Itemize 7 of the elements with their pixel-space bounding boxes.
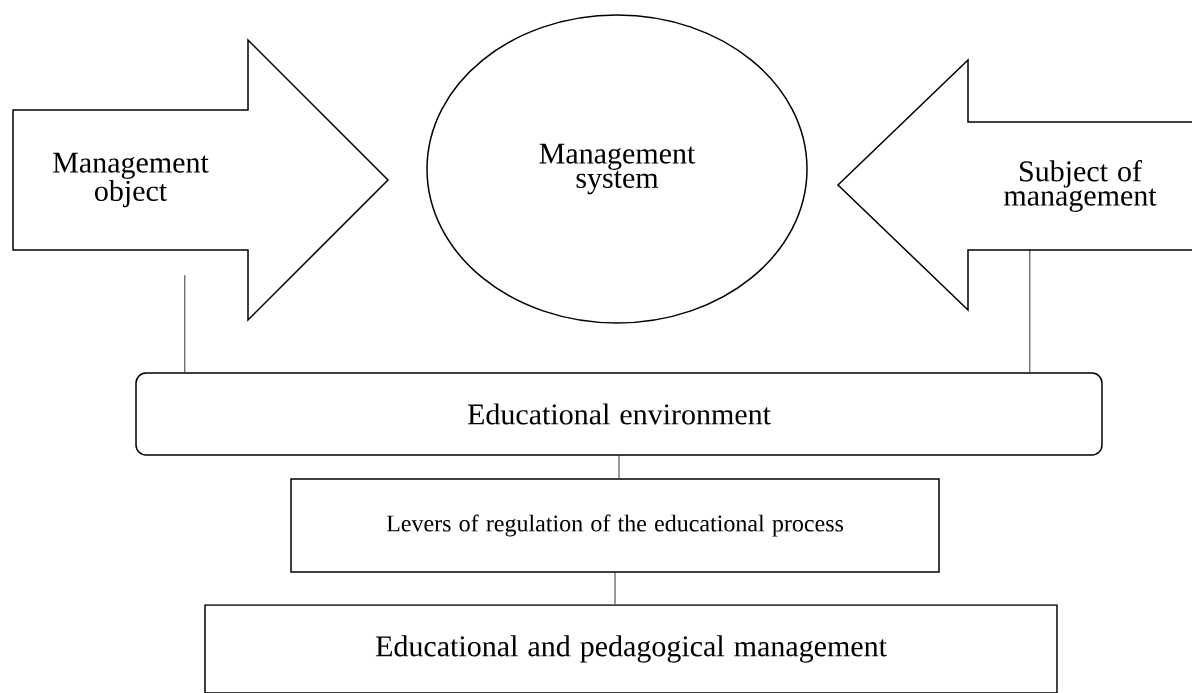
connector-line [1029, 249, 1031, 373]
process-box: Levers of regulation of the educational process [290, 478, 940, 573]
process-box: Educational and pedagogical management [204, 604, 1058, 693]
rounded-box: Educational environment [135, 372, 1103, 456]
connector-line [618, 455, 620, 479]
connector-line [184, 274, 186, 373]
connector-line [614, 572, 616, 605]
